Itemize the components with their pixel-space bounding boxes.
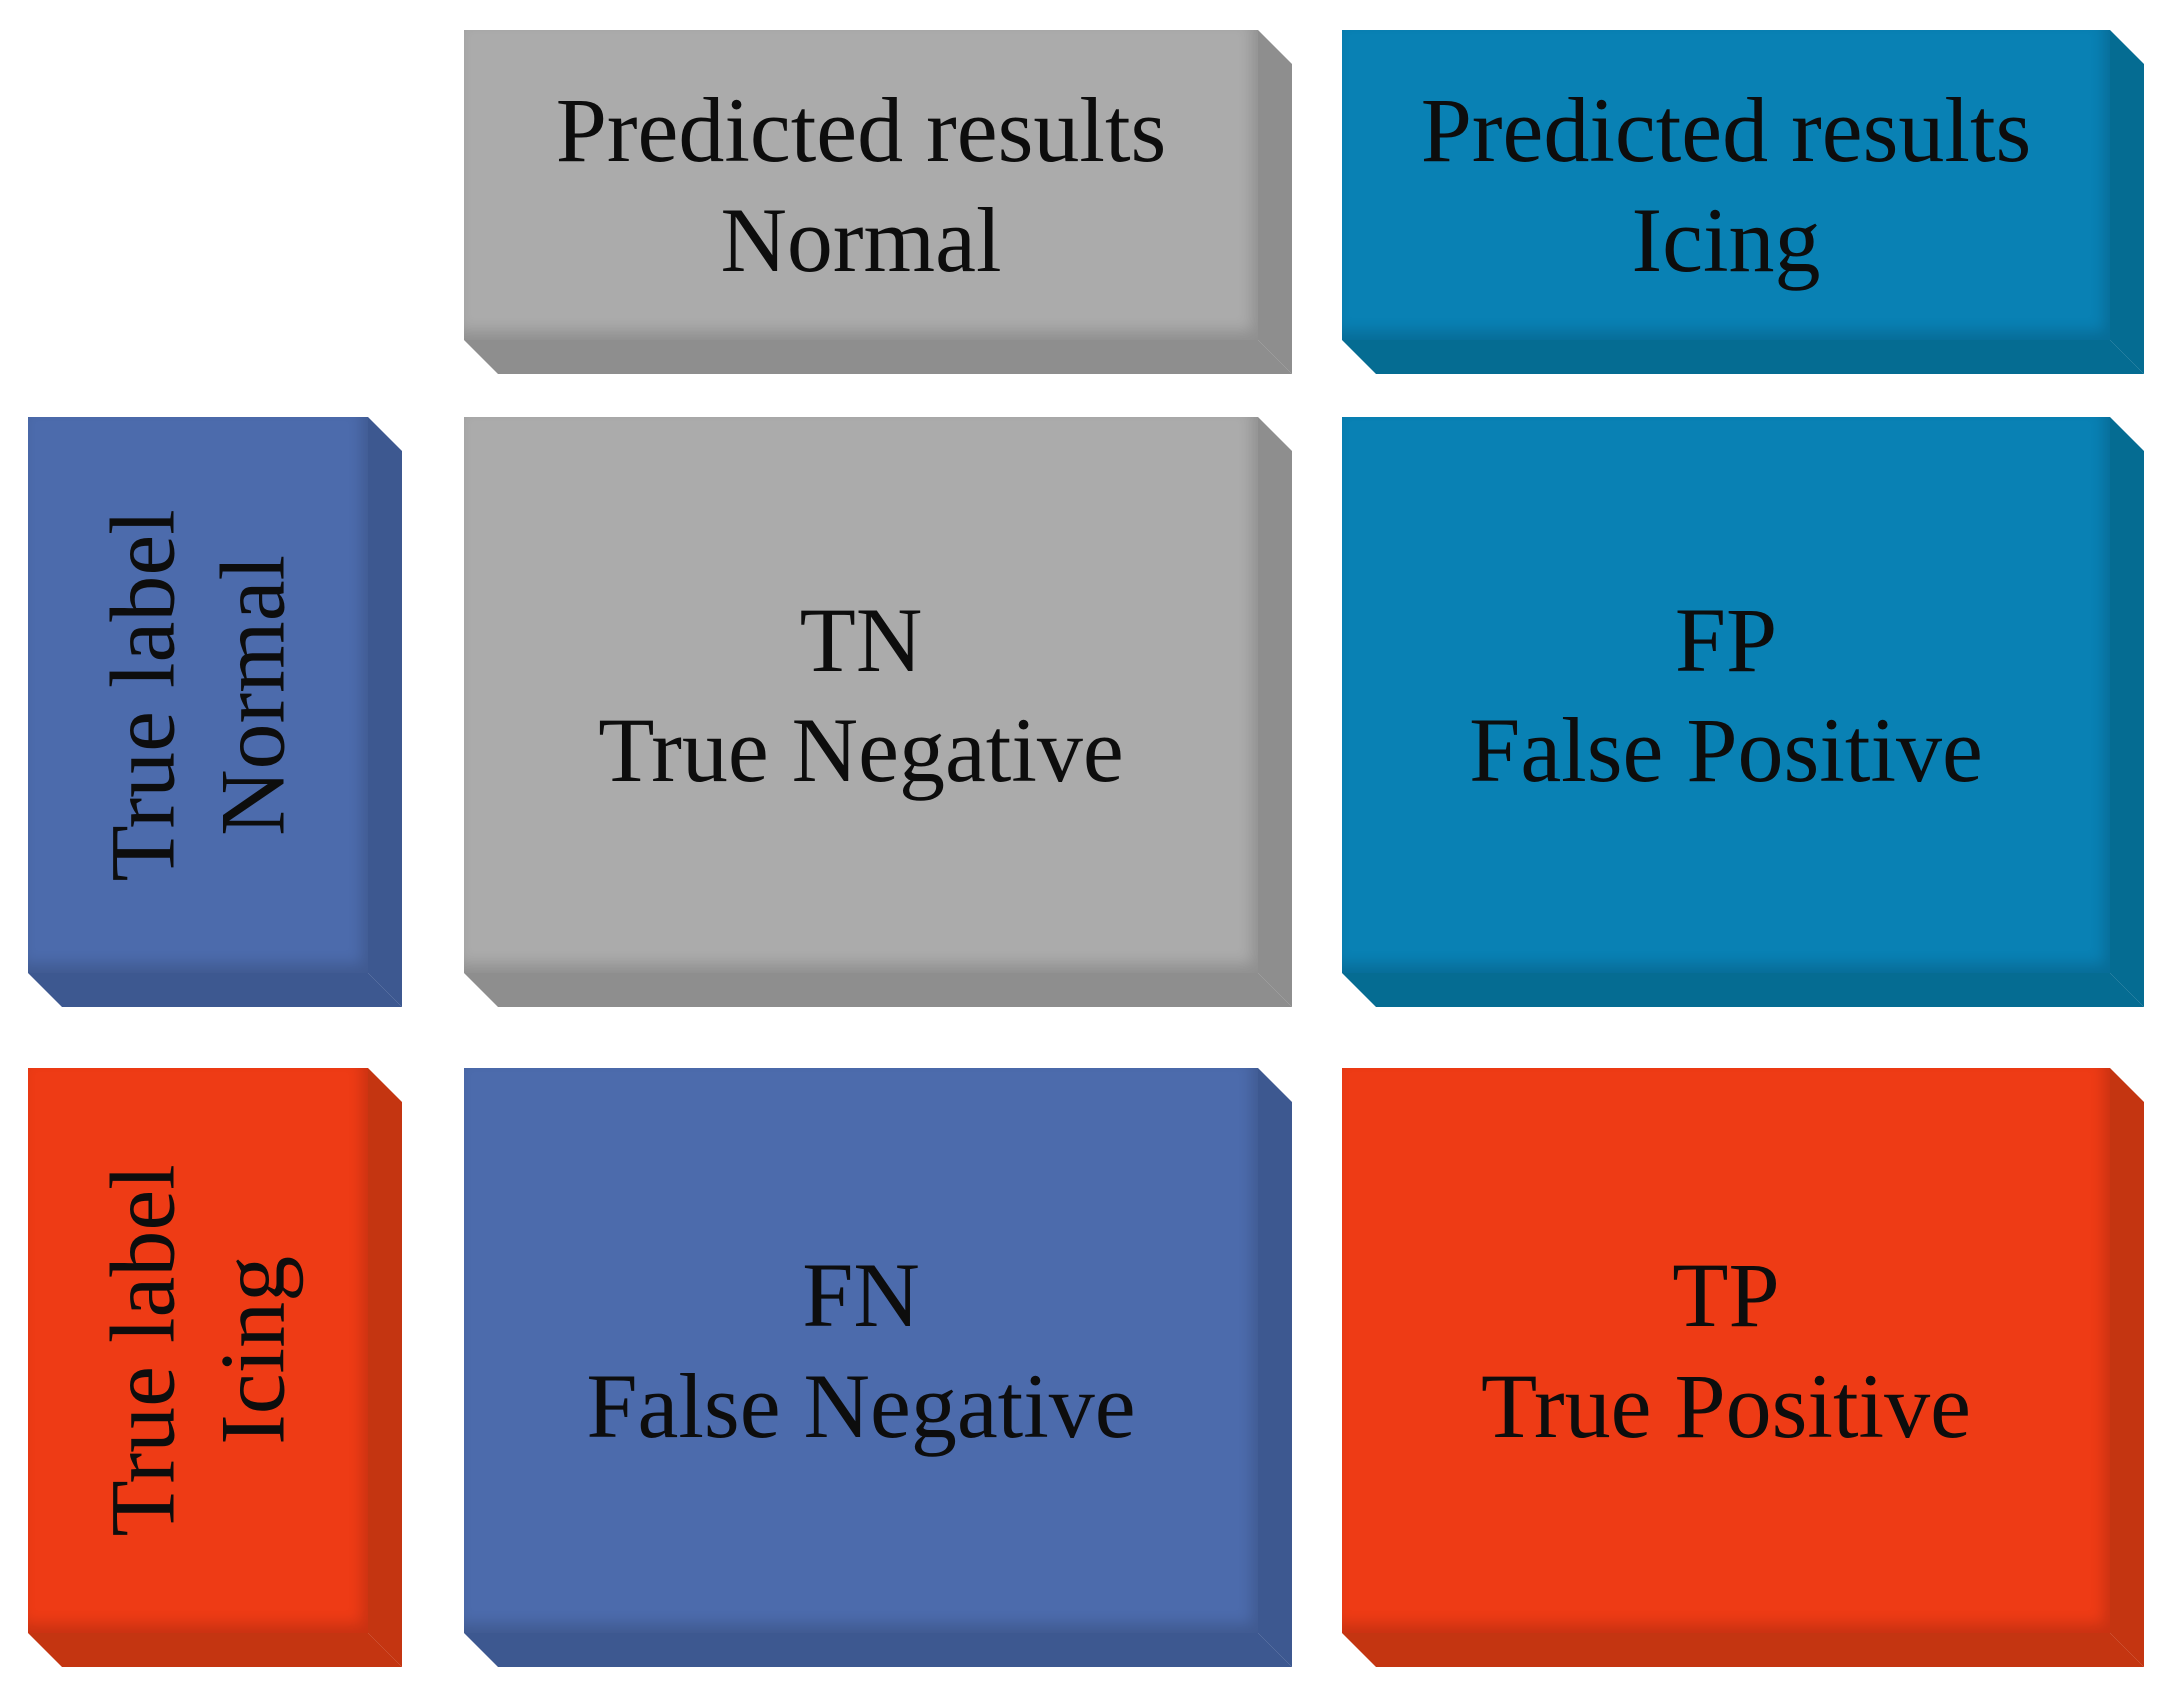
extrusion-bottom-side xyxy=(1342,1633,2144,1667)
extrusion-right-side xyxy=(368,417,402,1007)
extrusion-bottom-side xyxy=(464,340,1292,374)
row-header-line1: True label xyxy=(91,508,194,882)
row-header-text: True label Icing xyxy=(88,1164,309,1536)
box-face: FN False Negative xyxy=(464,1068,1258,1633)
header-line2: Icing xyxy=(1631,189,1821,291)
cell-abbr: FP xyxy=(1674,588,1778,691)
extrusion-right-side xyxy=(2110,30,2144,374)
header-line2: Normal xyxy=(720,189,1002,291)
extrusion-bottom-side xyxy=(464,1633,1292,1667)
box-face: True label Icing xyxy=(28,1068,368,1633)
cell-text: TN True Negative xyxy=(598,585,1124,806)
row-header-line1: True label xyxy=(91,1164,194,1537)
box-face: TN True Negative xyxy=(464,417,1258,973)
header-line1: Predicted results xyxy=(555,78,1167,181)
cell-abbr: TN xyxy=(799,588,923,691)
box-face: TP True Positive xyxy=(1342,1068,2110,1633)
cell-false-negative: FN False Negative xyxy=(464,1068,1292,1667)
column-header-predicted-icing: Predicted results Icing xyxy=(1342,30,2144,374)
extrusion-right-side xyxy=(1258,30,1292,374)
extrusion-bottom-side xyxy=(28,973,402,1007)
extrusion-right-side xyxy=(1258,417,1292,1007)
row-header-line2: Normal xyxy=(202,554,305,836)
cell-full: True Positive xyxy=(1481,1354,1971,1457)
cell-abbr: FN xyxy=(802,1244,920,1347)
cell-true-positive: TP True Positive xyxy=(1342,1068,2144,1667)
extrusion-right-side xyxy=(2110,417,2144,1007)
box-face: Predicted results Icing xyxy=(1342,30,2110,340)
cell-text: FN False Negative xyxy=(586,1240,1135,1461)
cell-false-positive: FP False Positive xyxy=(1342,417,2144,1007)
column-header-text: Predicted results Normal xyxy=(556,75,1167,296)
extrusion-bottom-side xyxy=(1342,340,2144,374)
cell-true-negative: TN True Negative xyxy=(464,417,1292,1007)
row-header-line2: Icing xyxy=(202,1255,305,1446)
extrusion-right-side xyxy=(368,1068,402,1667)
cell-full: True Negative xyxy=(598,699,1124,801)
extrusion-right-side xyxy=(1258,1068,1292,1667)
header-line1: Predicted results xyxy=(1420,78,2032,181)
box-face: Predicted results Normal xyxy=(464,30,1258,340)
extrusion-right-side xyxy=(2110,1068,2144,1667)
cell-full: False Negative xyxy=(586,1354,1136,1457)
extrusion-bottom-side xyxy=(464,973,1292,1007)
cell-text: TP True Positive xyxy=(1481,1240,1971,1461)
row-header-true-label-normal: True label Normal xyxy=(28,417,402,1007)
box-face: FP False Positive xyxy=(1342,417,2110,973)
extrusion-bottom-side xyxy=(1342,973,2144,1007)
extrusion-bottom-side xyxy=(28,1633,402,1667)
column-header-predicted-normal: Predicted results Normal xyxy=(464,30,1292,374)
cell-abbr: TP xyxy=(1672,1244,1780,1347)
cell-full: False Positive xyxy=(1469,699,1983,801)
row-header-text: True label Normal xyxy=(88,509,309,881)
column-header-text: Predicted results Icing xyxy=(1421,75,2032,296)
box-face: True label Normal xyxy=(28,417,368,973)
cell-text: FP False Positive xyxy=(1469,585,1983,806)
row-header-true-label-icing: True label Icing xyxy=(28,1068,402,1667)
